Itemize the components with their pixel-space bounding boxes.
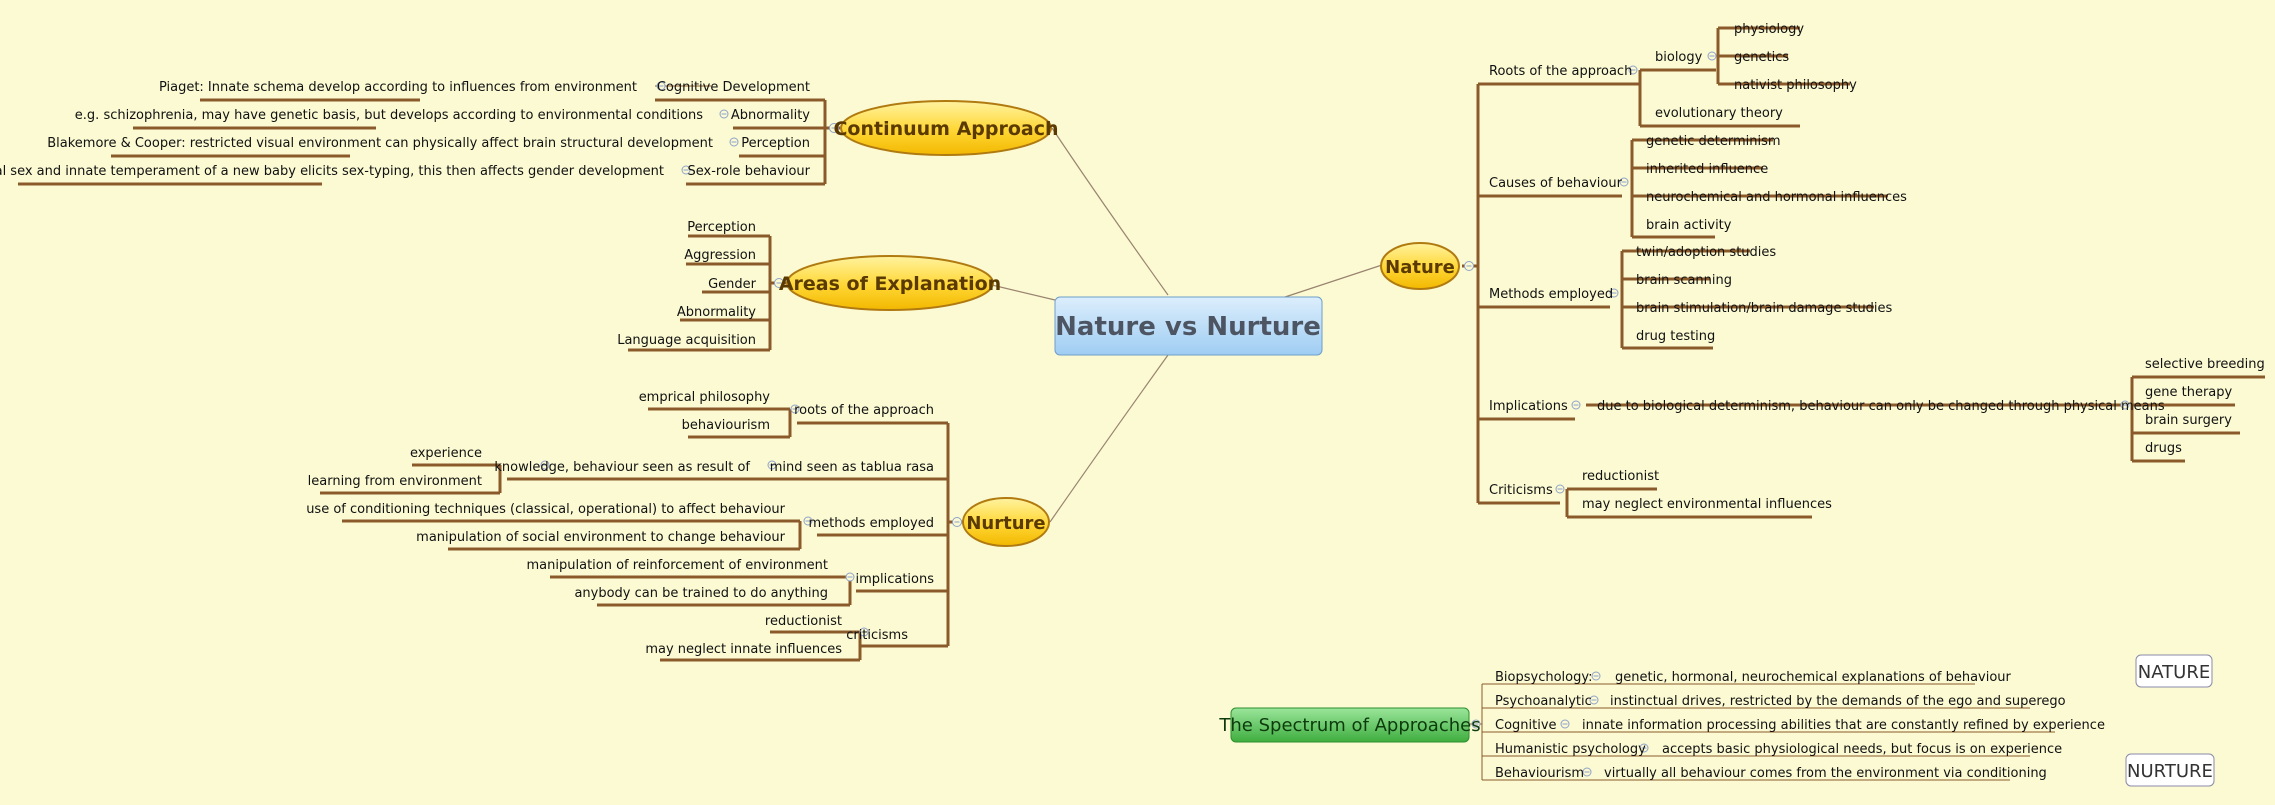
nurture-box-label: NURTURE bbox=[2127, 761, 2213, 782]
nature-title: Nature bbox=[1385, 257, 1455, 278]
continuum-item-label: Abnormality bbox=[731, 108, 810, 123]
nurture-branch bbox=[320, 404, 966, 662]
nature-causes-item: brain activity bbox=[1646, 218, 1732, 233]
spectrum-item-label: Cognitive bbox=[1495, 718, 1557, 733]
nature-methods-item: twin/adoption studies bbox=[1636, 245, 1776, 260]
nature-evolutionary-label: evolutionary theory bbox=[1655, 106, 1783, 121]
areas-item: Abnormality bbox=[677, 305, 756, 320]
areas-item: Perception bbox=[687, 220, 756, 235]
nurture-criticisms-item: may neglect innate influences bbox=[645, 642, 842, 657]
spectrum-item-detail: innate information processing abilities … bbox=[1582, 718, 2105, 733]
nurture-node[interactable]: Nurture bbox=[962, 497, 1050, 547]
nature-criticisms-label: Criticisms bbox=[1489, 483, 1553, 498]
spectrum-item-detail: genetic, hormonal, neurochemical explana… bbox=[1615, 670, 2012, 685]
areas-item: Gender bbox=[708, 277, 757, 292]
nature-biology-item: nativist philosophy bbox=[1734, 78, 1857, 93]
continuum-item-detail: Piaget: Innate schema develop according … bbox=[159, 80, 637, 95]
continuum-title: Continuum Approach bbox=[833, 118, 1058, 140]
nurture-roots-item: emprical philosophy bbox=[639, 390, 771, 405]
spectrum-title: The Spectrum of Approaches bbox=[1218, 715, 1480, 736]
areas-branch bbox=[628, 234, 786, 352]
nurture-methods-item: use of conditioning techniques (classica… bbox=[306, 502, 785, 517]
nature-methods-item: drug testing bbox=[1636, 329, 1715, 344]
nurture-methods-label: methods employed bbox=[808, 516, 934, 531]
nurture-mind-item: learning from environment bbox=[308, 474, 482, 489]
continuum-item-label: Perception bbox=[741, 136, 810, 151]
nature-implications-detail: due to biological determinism, behaviour… bbox=[1597, 399, 2165, 414]
continuum-node[interactable]: Continuum Approach bbox=[833, 100, 1059, 156]
nurture-implications-item: manipulation of reinforcement of environ… bbox=[527, 558, 828, 573]
nature-implications-label: Implications bbox=[1489, 399, 1568, 414]
spectrum-item-detail: virtually all behaviour comes from the e… bbox=[1604, 766, 2047, 781]
nurture-criticisms-label: criticisms bbox=[846, 628, 908, 643]
areas-item: Aggression bbox=[684, 248, 756, 263]
continuum-branch bbox=[18, 81, 840, 186]
nature-methods-item: brain stimulation/brain damage studies bbox=[1636, 301, 1893, 316]
continuum-item-detail: Blakemore & Cooper: restricted visual en… bbox=[47, 136, 713, 151]
nature-causes-item: genetic determinism bbox=[1646, 134, 1781, 149]
nature-box-label: NATURE bbox=[2138, 662, 2210, 683]
spectrum-item-detail: instinctual drives, restricted by the de… bbox=[1610, 694, 2066, 709]
nature-implications-item: gene therapy bbox=[2145, 385, 2233, 400]
nurture-roots-item: behaviourism bbox=[682, 418, 770, 433]
continuum-item-detail: Physical sex and innate temperament of a… bbox=[0, 164, 664, 179]
nature-label-box[interactable]: NATURE bbox=[2135, 654, 2213, 688]
areas-node[interactable]: Areas of Explanation bbox=[779, 255, 1001, 311]
central-spokes bbox=[991, 127, 1383, 523]
nurture-mind-item: experience bbox=[410, 446, 482, 461]
central-topic[interactable]: Nature vs Nurture bbox=[1054, 296, 1323, 356]
nature-branch bbox=[1462, 26, 2265, 519]
nature-biology-item: physiology bbox=[1734, 22, 1804, 37]
nature-implications-item: drugs bbox=[2145, 441, 2182, 456]
nurture-title: Nurture bbox=[966, 513, 1045, 534]
nurture-mind-sub: knowledge, behaviour seen as result of bbox=[494, 460, 750, 475]
areas-item: Language acquisition bbox=[617, 333, 756, 348]
nurture-label-box[interactable]: NURTURE bbox=[2125, 753, 2215, 787]
nurture-methods-item: manipulation of social environment to ch… bbox=[416, 530, 785, 545]
continuum-item-label: Cognitive Development bbox=[657, 80, 810, 95]
nature-node[interactable]: Nature bbox=[1380, 242, 1460, 290]
nurture-implications-label: implications bbox=[855, 572, 934, 587]
nurture-mind-label: mind seen as tablua rasa bbox=[770, 460, 934, 475]
nature-roots-label: Roots of the approach bbox=[1489, 64, 1632, 79]
nature-biology-label: biology bbox=[1655, 50, 1703, 65]
nature-implications-item: brain surgery bbox=[2145, 413, 2232, 428]
nurture-implications-item: anybody can be trained to do anything bbox=[574, 586, 828, 601]
spectrum-branch bbox=[1470, 671, 2055, 781]
nature-criticisms-item: reductionist bbox=[1582, 469, 1659, 484]
continuum-item-detail: e.g. schizophrenia, may have genetic bas… bbox=[75, 108, 703, 123]
nurture-criticisms-item: reductionist bbox=[765, 614, 842, 629]
spectrum-node[interactable]: The Spectrum of Approaches bbox=[1218, 707, 1481, 743]
central-topic-label: Nature vs Nurture bbox=[1055, 312, 1321, 342]
spectrum-item-label: Behaviourism bbox=[1495, 766, 1584, 781]
nature-methods-label: Methods employed bbox=[1489, 287, 1613, 302]
spectrum-item-label: Biopsychology: bbox=[1495, 670, 1593, 685]
nature-causes-item: inherited influence bbox=[1646, 162, 1768, 177]
nature-implications-item: selective breeding bbox=[2145, 357, 2265, 372]
spectrum-item-label: Humanistic psychology bbox=[1495, 742, 1646, 757]
nature-causes-item: neurochemical and hormonal influences bbox=[1646, 190, 1907, 205]
nature-criticisms-item: may neglect environmental influences bbox=[1582, 497, 1832, 512]
nature-biology-item: genetics bbox=[1734, 50, 1789, 65]
spectrum-item-detail: accepts basic physiological needs, but f… bbox=[1662, 742, 2062, 757]
spectrum-item-label: Psychoanalytic bbox=[1495, 694, 1592, 709]
nature-methods-item: brain scanning bbox=[1636, 273, 1732, 288]
nature-causes-label: Causes of behaviour bbox=[1489, 176, 1623, 191]
continuum-item-label: Sex-role behaviour bbox=[688, 164, 811, 179]
areas-title: Areas of Explanation bbox=[779, 273, 1001, 295]
nurture-roots-label: roots of the approach bbox=[794, 403, 934, 418]
